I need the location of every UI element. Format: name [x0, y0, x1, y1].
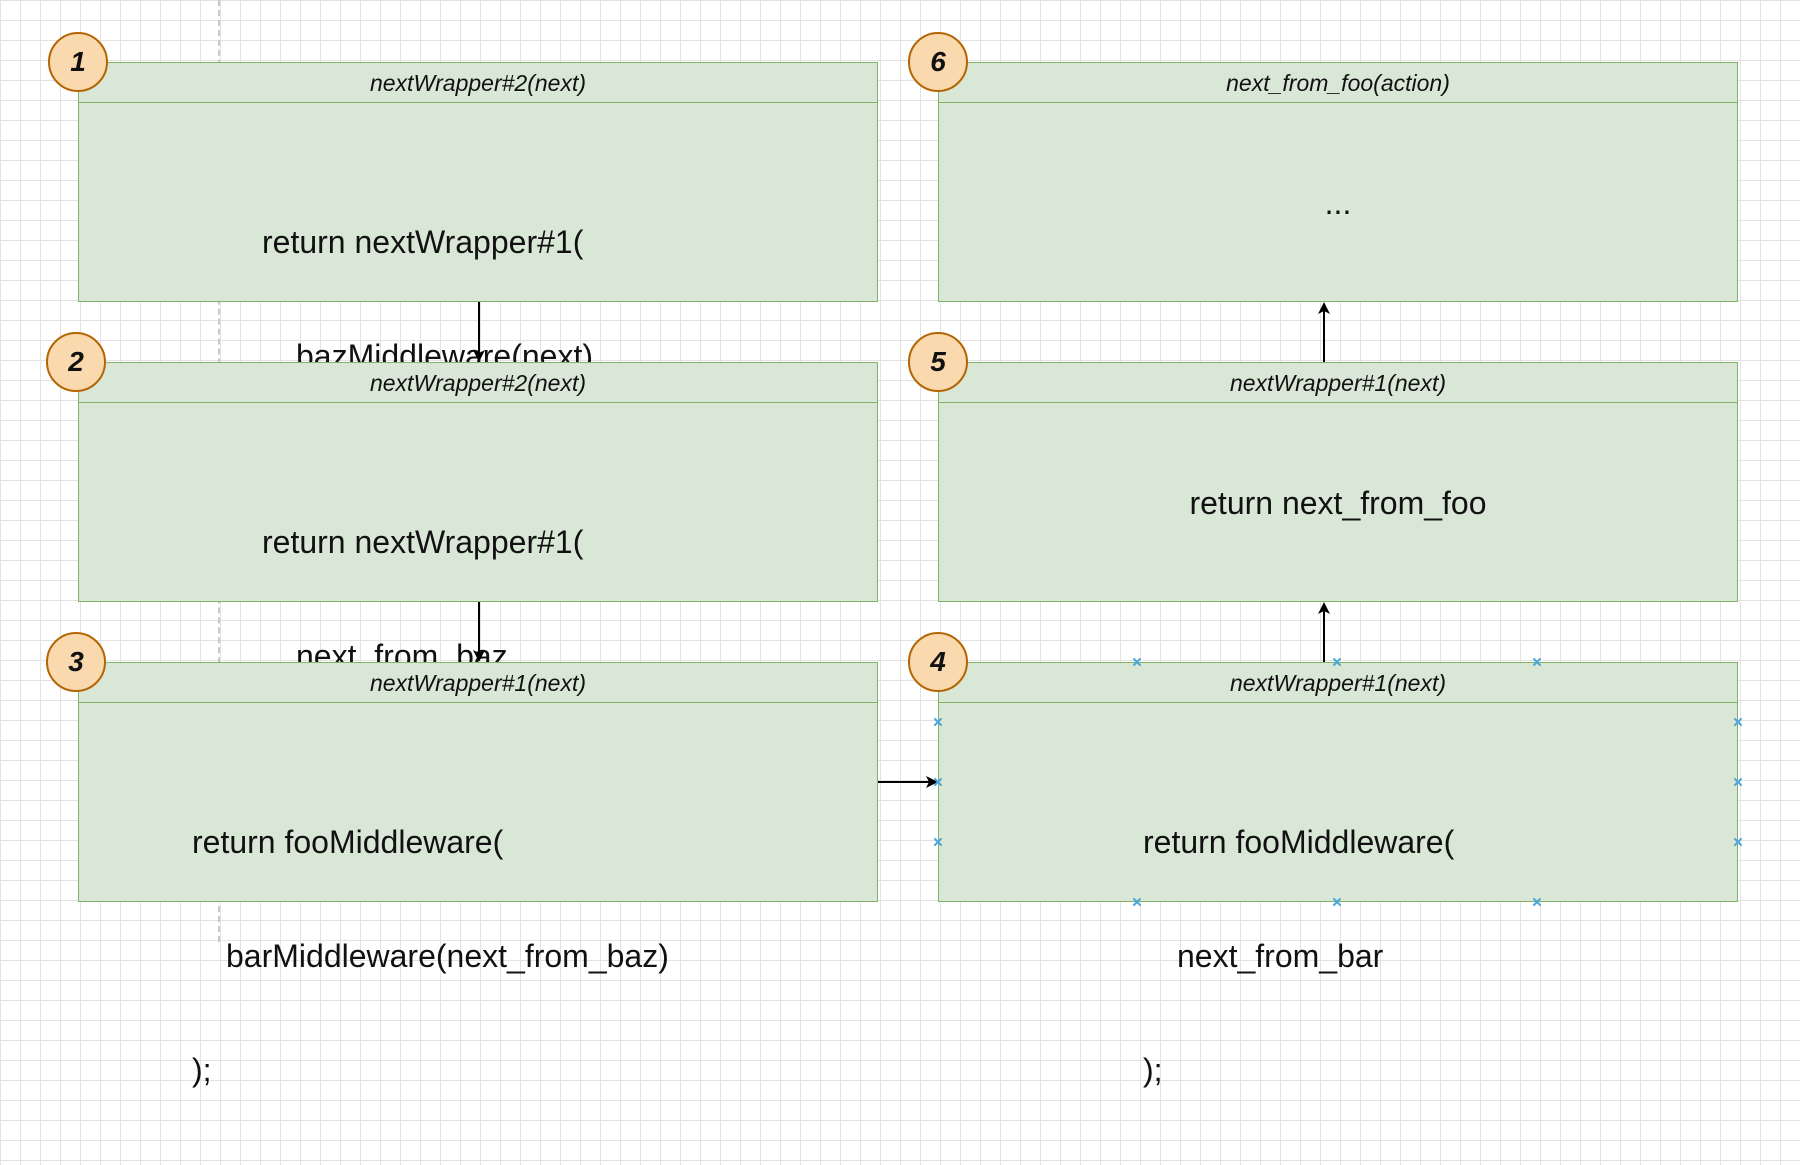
- node-title: nextWrapper#2(next): [79, 363, 877, 403]
- code-line: return nextWrapper#1(: [262, 224, 584, 260]
- node-title: next_from_foo(action): [939, 63, 1737, 103]
- selection-markers: [934, 658, 1742, 906]
- code-line: return fooMiddleware(: [1143, 824, 1455, 860]
- node-title: nextWrapper#2(next): [79, 63, 877, 103]
- step-badge-6: 6: [908, 32, 968, 92]
- node-body: ...: [939, 103, 1737, 301]
- code-line: return next_from_foo: [1189, 485, 1487, 521]
- node-1[interactable]: nextWrapper#2(next) return nextWrapper#1…: [78, 62, 878, 488]
- node-title: nextWrapper#1(next): [939, 663, 1737, 703]
- step-badge-5: 5: [908, 332, 968, 392]
- code-line: );: [1143, 1052, 1163, 1088]
- step-badge-4: 4: [908, 632, 968, 692]
- connection-point-icon[interactable]: [1533, 898, 1541, 906]
- node-2[interactable]: nextWrapper#2(next) return nextWrapper#1…: [78, 362, 878, 788]
- code-line: );: [192, 1052, 212, 1088]
- node-body: return next_from_foo: [939, 403, 1737, 601]
- step-badge-2: 2: [46, 332, 106, 392]
- connection-point-icon[interactable]: [1133, 658, 1141, 666]
- code-line: barMiddleware(next_from_baz): [226, 938, 669, 974]
- connection-point-icon[interactable]: [1333, 658, 1341, 666]
- node-5[interactable]: nextWrapper#1(next) return next_from_foo: [938, 362, 1738, 602]
- code-line: return nextWrapper#1(: [262, 524, 584, 560]
- connection-point-icon[interactable]: [934, 718, 942, 726]
- connection-point-icon[interactable]: [1533, 658, 1541, 666]
- node-title: nextWrapper#1(next): [939, 363, 1737, 403]
- ellipsis-text: ...: [1324, 185, 1352, 221]
- node-title: nextWrapper#1(next): [79, 663, 877, 703]
- connection-point-icon[interactable]: [1734, 838, 1742, 846]
- step-badge-3: 3: [46, 632, 106, 692]
- code-line: next_from_bar: [1177, 938, 1384, 974]
- code-line: return fooMiddleware(: [192, 824, 504, 860]
- node-6[interactable]: next_from_foo(action) ...: [938, 62, 1738, 302]
- connection-point-icon[interactable]: [1133, 898, 1141, 906]
- connectors: [473, 302, 1330, 788]
- step-badge-1: 1: [48, 32, 108, 92]
- node-3[interactable]: nextWrapper#1(next) return fooMiddleware…: [78, 662, 878, 1088]
- connection-point-icon[interactable]: [1333, 898, 1341, 906]
- connection-point-icon[interactable]: [1734, 718, 1742, 726]
- connection-point-icon[interactable]: [1734, 778, 1742, 786]
- connection-point-icon[interactable]: [934, 838, 942, 846]
- connection-point-icon[interactable]: [934, 778, 942, 786]
